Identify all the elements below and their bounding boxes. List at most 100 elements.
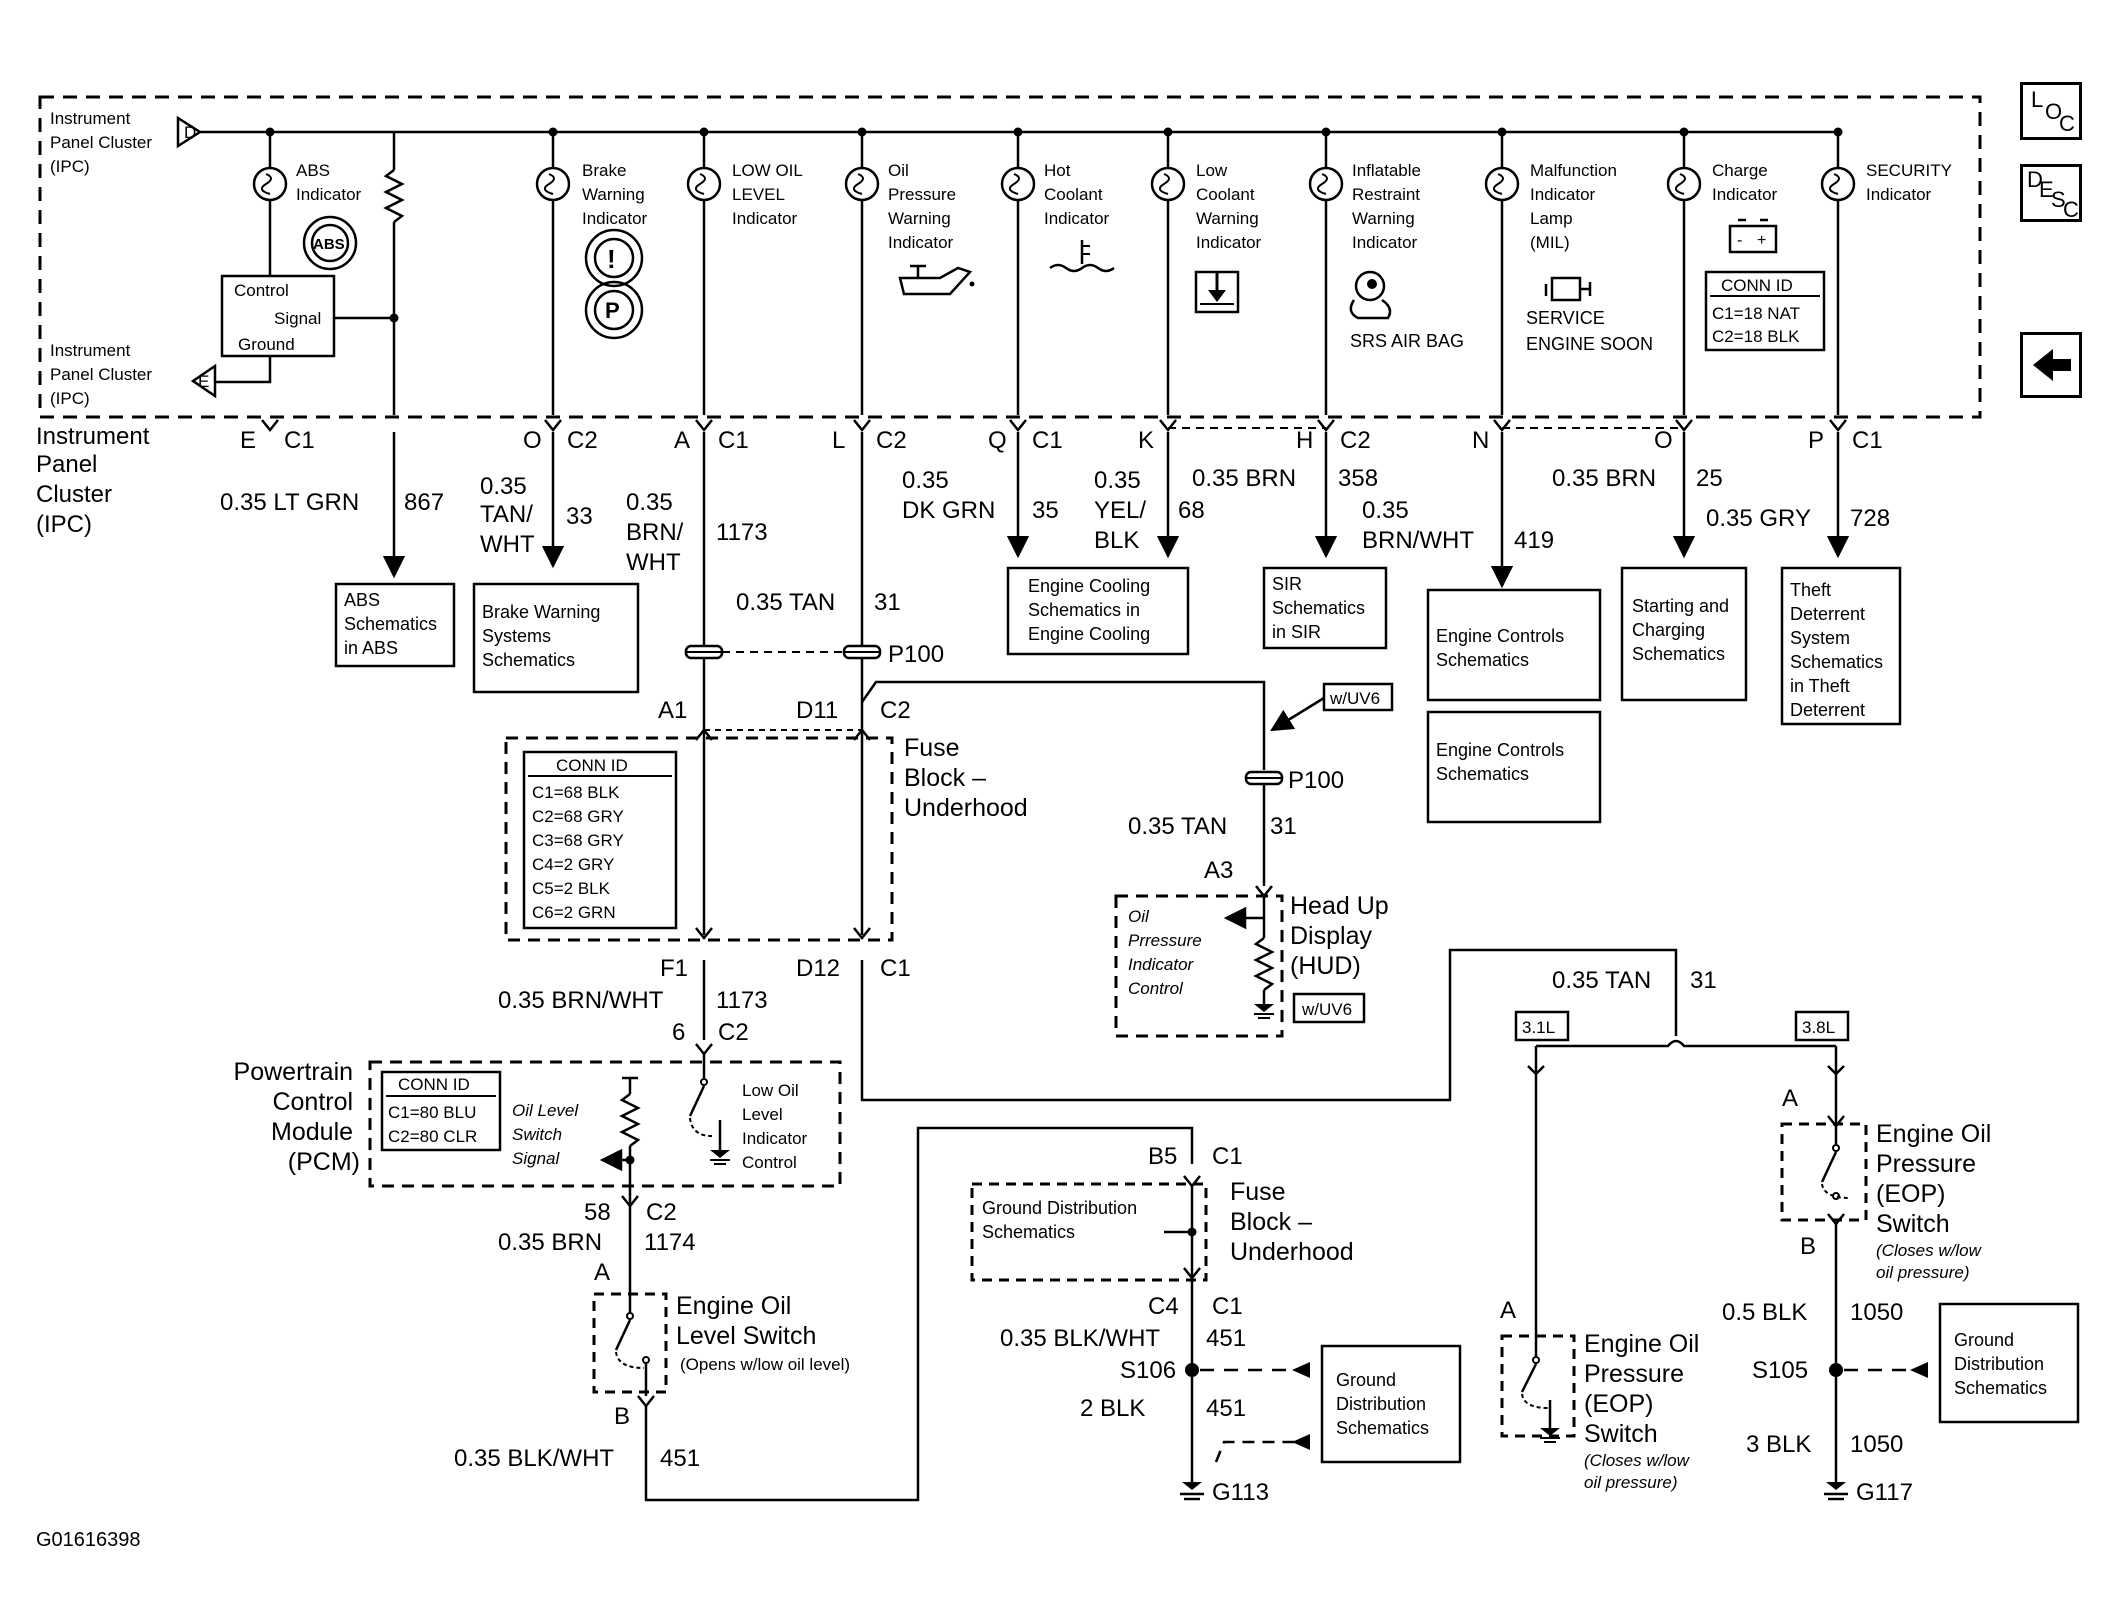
hud-inner-label: Oil Prressure Indicator Control	[1128, 907, 1206, 998]
svg-text:P100: P100	[888, 641, 944, 668]
circuit-number: 35	[1032, 497, 1059, 524]
oil-level-switch-note: (Opens w/low oil level)	[680, 1355, 850, 1374]
fuse-pin-label: C1	[1212, 1143, 1243, 1170]
circuit-number: 31	[1270, 813, 1297, 840]
coolant-level-icon	[1194, 270, 1240, 314]
svg-text:CONN ID: CONN ID	[398, 1075, 470, 1094]
ipc-terminal-e-label: E	[198, 372, 209, 391]
circuit-number: 1173	[716, 519, 768, 546]
ground-label: Ground	[238, 335, 295, 354]
circuit-number: 25	[1696, 465, 1723, 492]
abs-symbol-icon: ABS	[302, 215, 358, 271]
wire-size: 0.35 TAN	[1552, 967, 1651, 994]
connector-label: C1	[718, 427, 749, 454]
splice-s106	[1185, 1363, 1199, 1377]
eop-pin-label: B	[1800, 1233, 1816, 1260]
ipc-conn-id-title: CONN ID	[1721, 276, 1793, 295]
abs-control-box	[220, 274, 336, 358]
wire-size: 0.5 BLK	[1722, 1299, 1807, 1326]
circuit-number: 1174	[644, 1229, 696, 1256]
ipc-conn-id-box	[1704, 270, 1826, 352]
svg-text:ABS: ABS	[313, 236, 345, 253]
ground-label: G113	[1212, 1479, 1269, 1506]
oil-level-switch	[592, 1292, 668, 1394]
circuit-number: 31	[1690, 967, 1717, 994]
circuit-number: 867	[404, 489, 444, 516]
wire-size: 0.35 BLK/WHT	[454, 1445, 614, 1472]
engine-38l-tag: 3.8L	[1794, 1010, 1850, 1042]
splice-s105	[1829, 1363, 1843, 1377]
ipc-pin: O	[1654, 419, 1693, 454]
brake-warning-icon: ! P	[584, 228, 644, 340]
ground-distribution-link-1[interactable]: Ground Distribution Schematics	[982, 1198, 1142, 1242]
fuse-pin-label: C4	[1148, 1293, 1179, 1320]
ipc-boundary	[38, 95, 1982, 419]
wire-size: 0.35 BRN/WHT	[1362, 497, 1474, 554]
circuit-number: 451	[1206, 1325, 1246, 1352]
circuit-number: 419	[1514, 527, 1554, 554]
wire-size: 0.35 TAN/ WHT	[480, 473, 540, 558]
uv6-option-tag: w/UV6	[1270, 682, 1394, 732]
eop-switch-31l	[1500, 1334, 1576, 1438]
pcm-control-label: Low Oil Level Indicator Control	[742, 1081, 812, 1172]
hud-pin-label: A3	[1204, 857, 1233, 884]
bulb-icon	[686, 166, 722, 202]
pin-letter: K	[1138, 427, 1154, 454]
back-button[interactable]	[2020, 332, 2082, 398]
switch-pin-label: B	[614, 1403, 630, 1430]
srs-airbag-caption: SRS AIR BAG	[1350, 331, 1464, 351]
thermometer-icon	[1049, 240, 1115, 273]
eop-31l-note: (Closes w/low oil pressure)	[1584, 1451, 1694, 1492]
hud-name: Head Up Display (HUD)	[1290, 892, 1396, 980]
pin-letter: Q	[988, 427, 1007, 454]
wire-size: 0.35 BRN/WHT	[498, 987, 664, 1014]
bulb-icon	[1484, 166, 1520, 202]
connector-label: C1	[284, 427, 315, 454]
pcm-name: Powertrain Control Module (PCM)	[234, 1058, 360, 1176]
svg-text:w/UV6: w/UV6	[1301, 1000, 1352, 1019]
eop-38l-name: Engine Oil Pressure (EOP) Switch	[1876, 1120, 1998, 1238]
eop-pin-label: A	[1782, 1085, 1798, 1112]
loc-letter: L	[2031, 87, 2044, 112]
svg-text:C1=80 BLU: C1=80 BLU	[388, 1103, 476, 1122]
pcm-pin-label: 6	[672, 1019, 685, 1046]
bulb-icon	[1308, 166, 1344, 202]
hud-module	[1114, 894, 1284, 1038]
ground-g113-icon	[1180, 1482, 1204, 1501]
pin-letter: P	[1808, 427, 1824, 454]
oil-can-icon	[898, 264, 975, 296]
eop-31l-name: Engine Oil Pressure (EOP) Switch	[1584, 1330, 1706, 1448]
pin-letter: O	[1654, 427, 1673, 454]
fuse-block-underhood	[504, 736, 894, 942]
description-button[interactable]: D E S C	[2020, 164, 2082, 222]
location-button[interactable]: L O C	[2020, 82, 2082, 140]
wire-size: 0.35 BRN	[498, 1229, 602, 1256]
ipc-terminal-d-label: D	[184, 123, 196, 142]
airbag-icon	[1349, 270, 1392, 320]
splice-label: S105	[1752, 1357, 1808, 1384]
